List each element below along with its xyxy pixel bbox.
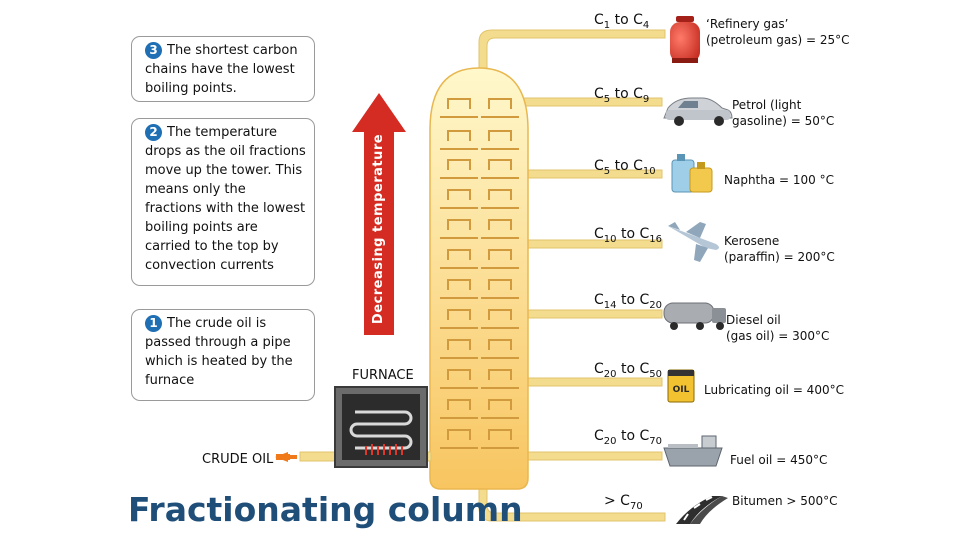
fractionating-column [429,67,529,490]
bubble-cap [488,249,512,260]
diagram-title: Fractionating column [128,490,523,529]
bubble-cap [447,98,471,109]
fraction-product-6: Lubricating oil = 400°C [704,383,844,397]
bubble-cap [447,130,471,141]
output-pipes [478,29,666,522]
bubble-cap [447,339,471,350]
car-icon [663,97,733,126]
fraction-product-1: ‘Refinery gas’(petroleum gas) = 25°C [706,17,850,47]
furnace-label: FURNACE [352,368,414,383]
bubble-cap [488,159,512,170]
fraction-product-7: Fuel oil = 450°C [730,453,828,467]
fraction-chain-1: C1 to C4 [594,12,650,31]
gas-cylinder-icon [670,16,700,63]
tanker-truck-icon [663,302,726,330]
fraction-chain-2: C5 to C9 [594,86,650,105]
fraction-product-3: Naphtha = 100 °C [724,173,834,187]
fraction-chain-4: C10 to C16 [594,226,662,245]
crude-oil-label: CRUDE OIL [202,452,274,467]
step-number: 3 [145,42,162,59]
bubble-cap [488,309,512,320]
bubble-cap [447,309,471,320]
bubble-cap [488,399,512,410]
bubble-cap [447,189,471,200]
bubble-trays [440,98,519,449]
bubble-cap [447,369,471,380]
oil-can-icon: OIL [667,369,695,403]
fraction-chain-3: C5 to C10 [594,158,656,177]
bubble-cap [488,429,512,440]
bubble-cap [488,130,512,141]
bubble-cap [447,219,471,230]
step-text: The shortest carbon chains have the lowe… [145,43,298,96]
step-number: 1 [145,315,162,332]
road-icon [676,496,728,524]
bubble-cap [447,159,471,170]
arrow-label: Decreasing temperature [371,133,386,325]
fraction-chain-5: C14 to C20 [594,292,662,311]
fraction-product-5: Diesel oil(gas oil) = 300°C [726,313,830,343]
step-text: The crude oil is passed through a pipe w… [145,316,293,388]
bubble-cap [488,369,512,380]
bubble-cap [447,429,471,440]
airplane-icon [668,222,719,262]
ship-icon [663,435,723,467]
fraction-product-4: Kerosene(paraffin) = 200°C [724,234,835,264]
bubble-cap [488,219,512,230]
fraction-chain-8: > C70 [604,493,643,512]
decreasing-temperature-arrow [352,93,406,335]
bubble-cap [488,98,512,109]
furnace-icon [334,386,428,468]
fraction-product-8: Bitumen > 500°C [732,494,838,508]
bubble-cap [488,339,512,350]
step-number: 2 [145,124,162,141]
bubble-cap [447,249,471,260]
bubble-cap [488,189,512,200]
bubble-cap [488,279,512,290]
fraction-chain-6: C20 to C50 [594,361,662,380]
fraction-chain-7: C20 to C70 [594,428,662,447]
bubble-cap [447,399,471,410]
chemical-bottles-icon [671,154,713,193]
bubble-cap [447,279,471,290]
svg-text:OIL: OIL [673,385,690,395]
step-text: The temperature drops as the oil fractio… [145,125,306,273]
